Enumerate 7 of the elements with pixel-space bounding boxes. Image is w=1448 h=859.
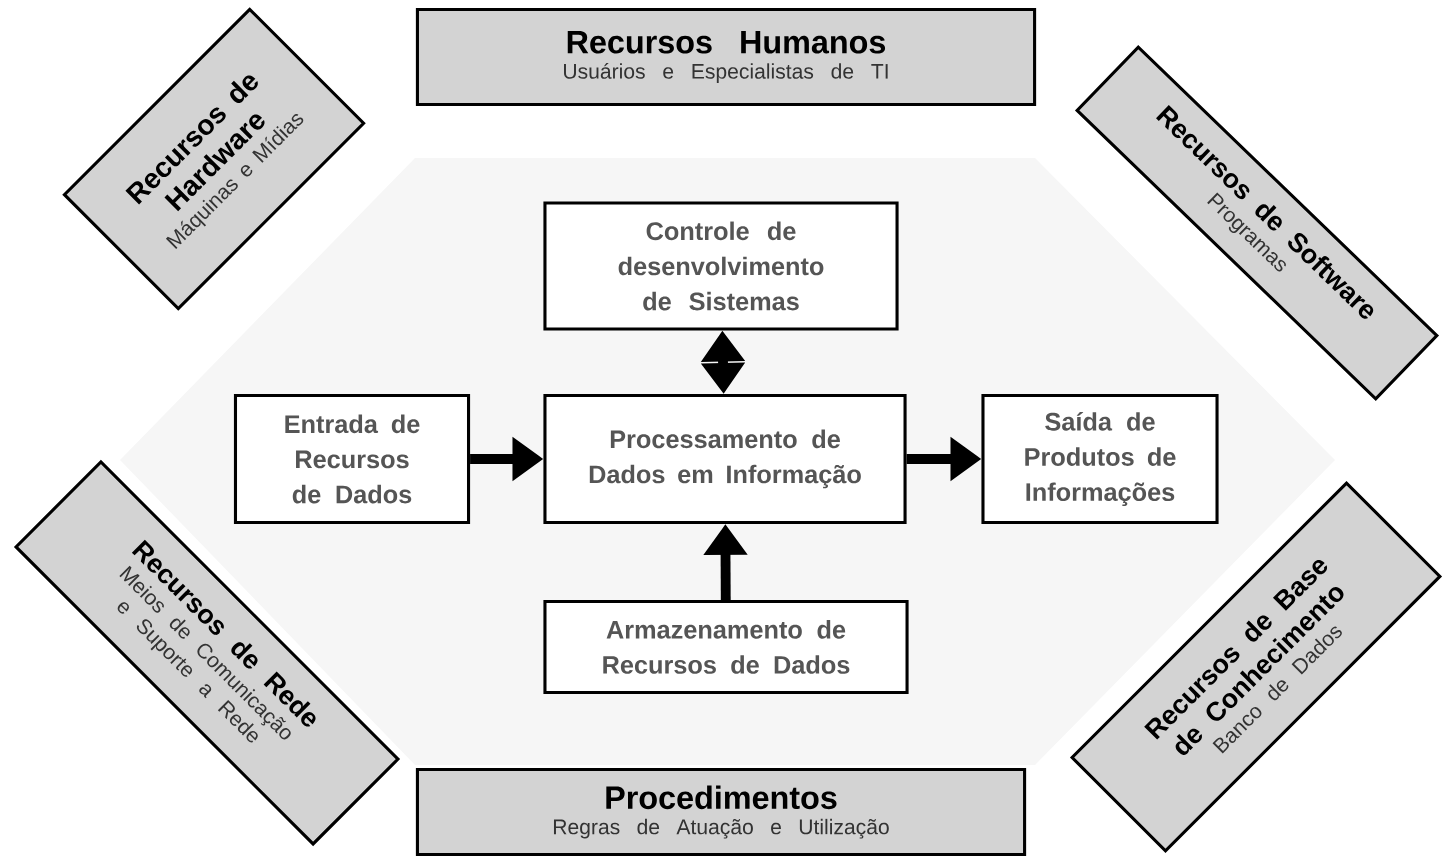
process-box: Controle de desenvolvimento de Sistemas (543, 201, 899, 331)
process-box: Entrada de Recursos de Dados (233, 393, 471, 525)
process-box: Armazenamento de Recursos de Dados (543, 599, 909, 695)
resource-box: Recursos Humanos Usuários e Especialistas de TI (415, 7, 1037, 107)
resource-box: Procedimentos Regras de Atuação e Utilização (415, 767, 1027, 857)
process-box: Processamento de Dados em Informação (543, 393, 907, 525)
process-box: Saída de Produtos de Informações (981, 393, 1219, 525)
